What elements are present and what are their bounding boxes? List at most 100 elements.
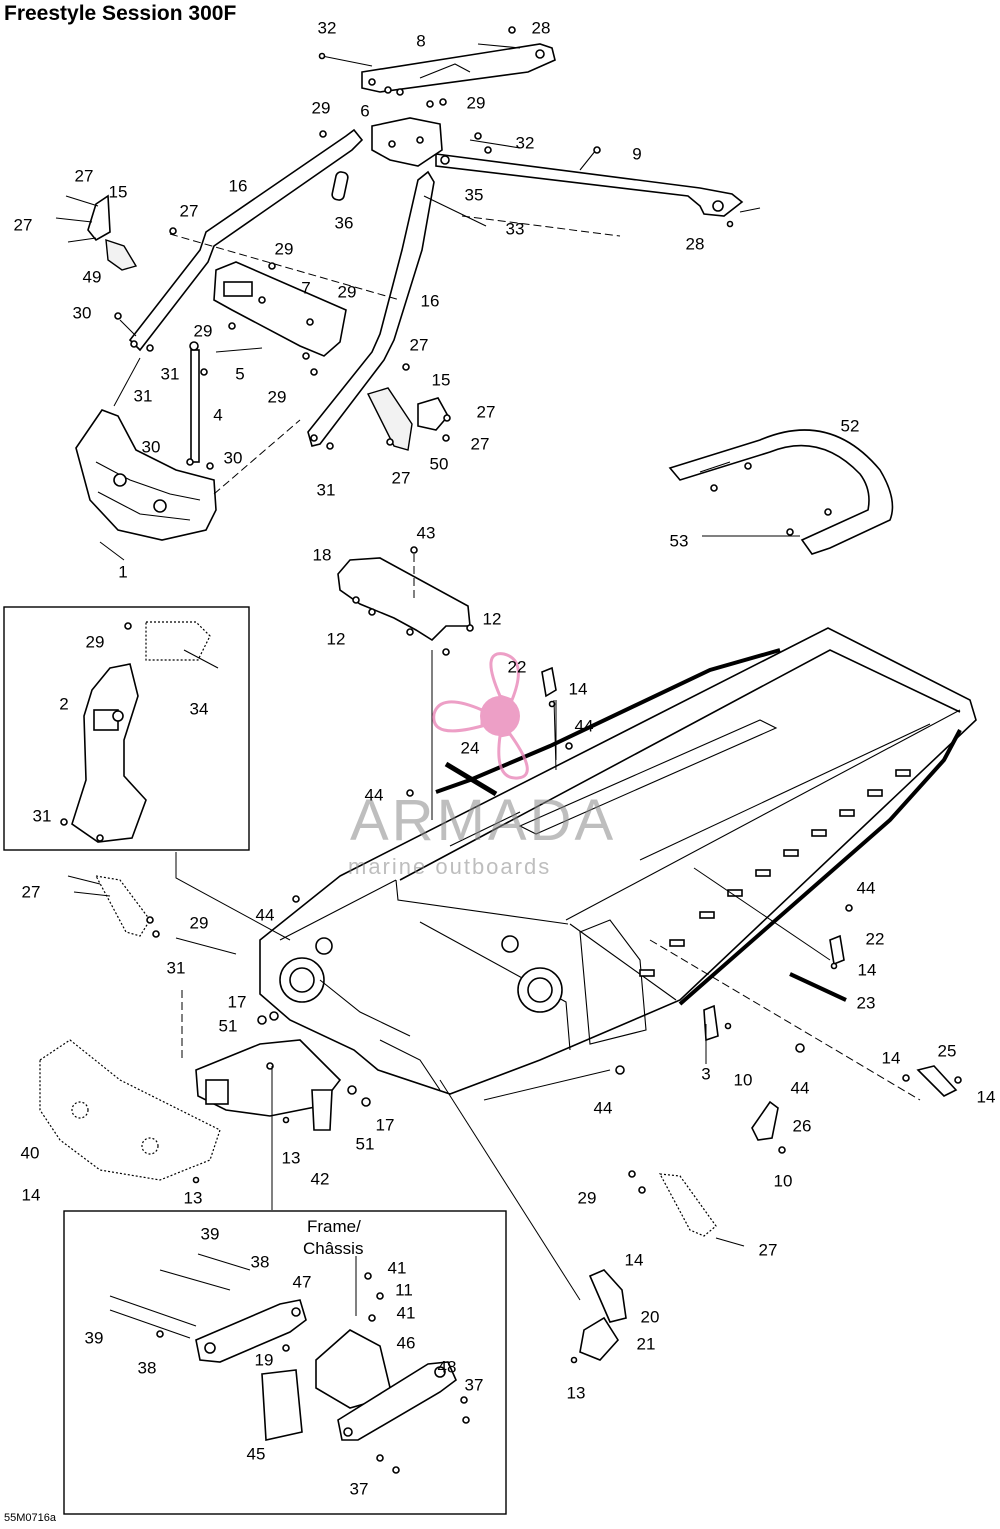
front-bumper-frame (75, 357, 301, 541)
callout-14: 14 (625, 1250, 644, 1269)
callout-12: 12 (327, 629, 346, 648)
callout-31: 31 (33, 806, 52, 825)
callout-8: 8 (416, 31, 425, 50)
callout-24: 24 (461, 738, 480, 757)
callout-29: 29 (467, 93, 486, 112)
callout-15: 15 (109, 182, 128, 201)
upper-left-bracket (55, 194, 177, 271)
diagram-title: Freestyle Session 300F (4, 2, 237, 25)
front-suspension-mount (181, 990, 371, 1210)
callout-41: 41 (397, 1303, 416, 1322)
callout-39: 39 (85, 1328, 104, 1347)
callout-29: 29 (194, 321, 213, 340)
phantom-front-bumper (39, 1039, 221, 1181)
callout-50: 50 (430, 454, 449, 473)
clip-bracket-lower (829, 934, 845, 970)
callout-29: 29 (338, 282, 357, 301)
callout-46: 46 (397, 1333, 416, 1352)
callout-44: 44 (575, 716, 594, 735)
callout-31: 31 (167, 958, 186, 977)
callout-27: 27 (759, 1240, 778, 1259)
callout-32: 32 (318, 18, 337, 37)
callout-20: 20 (641, 1307, 660, 1326)
inset-detail-box-frame (63, 1210, 507, 1515)
lower-right-bracket (367, 363, 451, 451)
callout-29: 29 (312, 98, 331, 117)
frame-label-line2: Châssis (303, 1239, 363, 1258)
callout-37: 37 (350, 1479, 369, 1498)
callout-27: 27 (22, 882, 41, 901)
callout-31: 31 (134, 386, 153, 405)
callout-28: 28 (532, 18, 551, 37)
callout-29: 29 (578, 1188, 597, 1207)
callout-53: 53 (670, 531, 689, 550)
callout-4: 4 (213, 405, 222, 424)
watermark-brand: ARMADA (350, 788, 616, 853)
callout-5: 5 (235, 364, 244, 383)
callout-12: 12 (483, 609, 502, 628)
callout-37: 37 (465, 1375, 484, 1394)
watermark-propeller-logo (432, 652, 529, 780)
inset-detail-box-side-panel (3, 606, 250, 851)
callout-10: 10 (734, 1070, 753, 1089)
callout-44: 44 (857, 878, 876, 897)
clip-bracket-upper (541, 666, 557, 760)
callout-29: 29 (275, 239, 294, 258)
leader-lines (99, 215, 921, 1301)
tunnel-slots (639, 769, 911, 977)
callout-14: 14 (977, 1087, 996, 1106)
callout-27: 27 (392, 468, 411, 487)
callout-43: 43 (417, 523, 436, 542)
rear-steering-bar (435, 132, 761, 228)
callout-44: 44 (256, 905, 275, 924)
callout-22: 22 (508, 657, 527, 676)
callout-44: 44 (791, 1078, 810, 1097)
steering-support-bracket (337, 546, 474, 820)
drawing-reference-code: 55M0716a (4, 1512, 56, 1524)
callout-29: 29 (86, 632, 105, 651)
callout-14: 14 (858, 960, 877, 979)
callout-38: 38 (138, 1358, 157, 1377)
callout-1: 1 (118, 562, 127, 581)
callout-31: 31 (317, 480, 336, 499)
callout-30: 30 (73, 303, 92, 322)
callout-47: 47 (293, 1272, 312, 1291)
callout-27: 27 (75, 166, 94, 185)
callout-25: 25 (938, 1041, 957, 1060)
callout-14: 14 (569, 679, 588, 698)
callout-42: 42 (311, 1169, 330, 1188)
callout-26: 26 (793, 1116, 812, 1135)
callout-13: 13 (184, 1188, 203, 1207)
watermark-tagline: marine outboards (348, 854, 551, 879)
support-rod (186, 341, 214, 470)
callout-44: 44 (594, 1098, 613, 1117)
callout-39: 39 (201, 1224, 220, 1243)
small-bracket-25 (902, 1065, 962, 1097)
upper-rear-bracket (318, 26, 556, 96)
callout-27: 27 (410, 335, 429, 354)
callout-11: 11 (395, 1280, 413, 1299)
callout-16: 16 (421, 291, 440, 310)
callout-21: 21 (637, 1334, 656, 1353)
callout-6: 6 (360, 101, 369, 120)
callout-18: 18 (313, 545, 332, 564)
callout-17: 17 (228, 992, 247, 1011)
callout-15: 15 (432, 370, 451, 389)
callout-23: 23 (857, 993, 876, 1012)
callout-17: 17 (376, 1115, 395, 1134)
callout-16: 16 (229, 176, 248, 195)
rear-grab-handle (668, 429, 894, 555)
callout-33: 33 (506, 219, 525, 238)
frame-label-line1: Frame/ (307, 1217, 361, 1236)
callout-19: 19 (255, 1350, 274, 1369)
callout-32: 32 (516, 133, 535, 152)
callout-9: 9 (632, 144, 641, 163)
rubber-strip-24 (444, 761, 498, 797)
callout-2: 2 (59, 694, 68, 713)
callout-3: 3 (701, 1064, 710, 1083)
small-bracket-26 (751, 1100, 786, 1154)
callout-27: 27 (477, 402, 496, 421)
